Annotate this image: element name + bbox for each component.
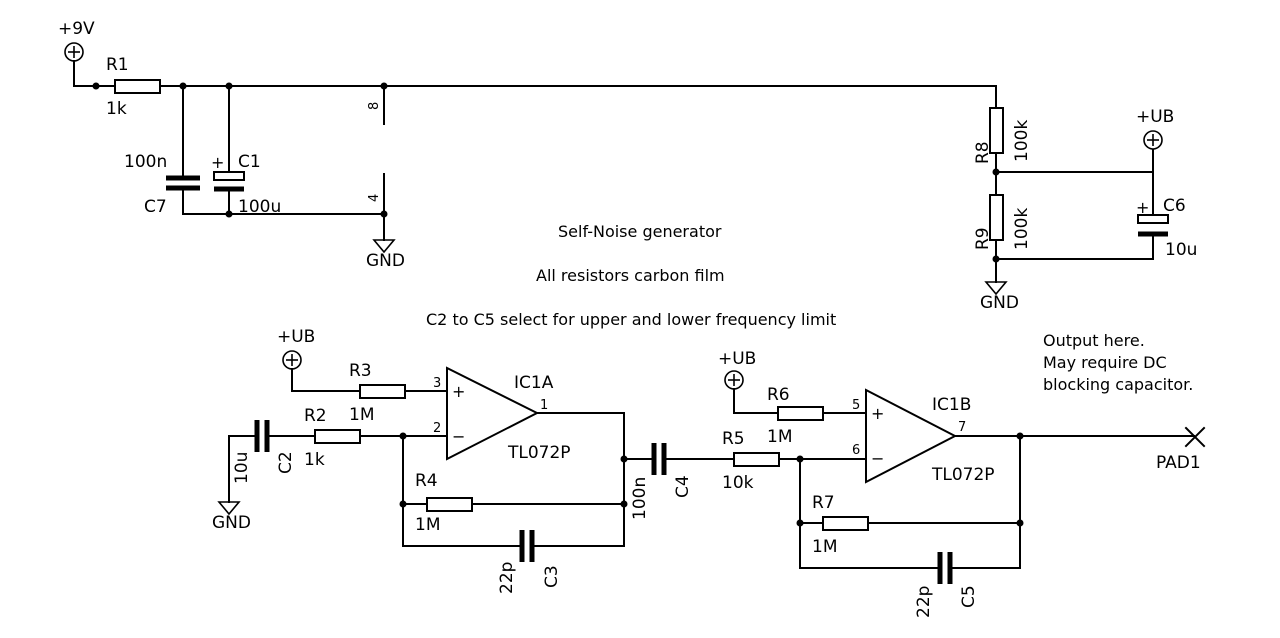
r4-ref: R4 [415, 471, 438, 491]
r7-ref: R7 [812, 493, 835, 513]
power-9v-label: +9V [58, 19, 95, 39]
c5-value: 22p [914, 586, 934, 618]
r6-value: 1M [767, 427, 792, 447]
ic1a-ref: IC1A [514, 373, 554, 393]
ic1a-value: TL072P [507, 443, 571, 463]
r9-value: 100k [1012, 208, 1032, 250]
r1-ref: R1 [106, 55, 129, 75]
r5-ref: R5 [722, 429, 745, 449]
note-output-3: blocking capacitor. [1043, 375, 1193, 394]
c2-ref: C2 [276, 451, 296, 474]
pad1-ref: PAD1 [1156, 453, 1201, 473]
r6-ref: R6 [767, 385, 790, 405]
power-9v-symbol: +9V [58, 19, 95, 62]
c4-ref: C4 [673, 475, 693, 498]
resistor-r4: R4 1M [415, 471, 473, 535]
c6-polarity: + [1136, 198, 1149, 217]
power-ub-symbol-2: +UB [277, 327, 315, 370]
capacitor-c6: + C6 10u [1136, 171, 1197, 260]
ic1a-minus: − [452, 427, 465, 446]
note-resistors: All resistors carbon film [536, 266, 725, 285]
bias-divider-section: R8 100k R9 100k +UB + C6 10u [973, 107, 1197, 313]
note-title: Self-Noise generator [558, 222, 722, 241]
capacitor-c2: 10u C2 [228, 420, 316, 503]
c5-ref: C5 [959, 585, 979, 608]
ground-symbol-2: GND [980, 281, 1019, 313]
r1-value: 1k [106, 99, 127, 119]
c7-ref: C7 [144, 197, 167, 217]
capacitor-c3: 22p C3 [497, 530, 562, 594]
gnd2-label: GND [980, 293, 1019, 313]
pin-8-label: 8 [367, 102, 382, 110]
opamp-ic1a: + − 3 2 1 IC1A TL072P [433, 366, 571, 463]
resistor-r8: R8 100k [973, 107, 1032, 164]
c6-ref: C6 [1163, 196, 1186, 216]
output-pad-pad1: PAD1 [1156, 426, 1206, 473]
stage-2: R5 10k +UB R6 1M + − 5 6 7 IC1B [718, 349, 1195, 618]
r9-ref: R9 [973, 227, 993, 250]
opamp-ic1b: + − 5 6 7 IC1B TL072P [852, 388, 995, 485]
capacitor-c5: 22p C5 [914, 552, 979, 618]
c7-value: 100n [124, 152, 167, 172]
gnd1-label: GND [366, 251, 405, 271]
ic1b-pin7: 7 [958, 420, 966, 435]
note-output-2: May require DC [1043, 353, 1167, 372]
resistor-r2: R2 1k [304, 406, 361, 470]
ub2-label: +UB [277, 327, 315, 347]
ic-power-pins: 8 4 [367, 85, 385, 241]
r3-ref: R3 [349, 361, 372, 381]
r2-value: 1k [304, 450, 325, 470]
resistor-r1: R1 1k [106, 55, 161, 119]
r8-value: 100k [1012, 120, 1032, 162]
c1-ref: C1 [238, 152, 261, 172]
power-ub-symbol-3: +UB [718, 349, 756, 390]
ground-symbol-3: GND [212, 501, 251, 533]
ub1-label: +UB [1136, 107, 1174, 127]
gnd3-label: GND [212, 513, 251, 533]
resistor-r6: R6 1M [767, 385, 824, 447]
ic1b-value: TL072P [931, 465, 995, 485]
resistor-r5: R5 10k [722, 429, 780, 493]
c2-value: 10u [232, 452, 252, 484]
r4-value: 1M [415, 515, 440, 535]
ic1b-plus: + [871, 404, 884, 423]
ic1b-ref: IC1B [932, 395, 971, 415]
notes: Self-Noise generator All resistors carbo… [426, 222, 1193, 394]
resistor-r3: R3 1M [349, 361, 406, 425]
c1-value: 100u [238, 197, 281, 217]
stage-1: +UB R3 1M 10u C2 GND R2 1k [212, 327, 628, 594]
ub3-label: +UB [718, 349, 756, 369]
capacitor-c4: 100n C4 [623, 443, 735, 520]
ground-symbol-1: GND [366, 239, 405, 271]
c3-value: 22p [497, 562, 517, 594]
resistor-r7: R7 1M [812, 493, 869, 557]
c1-polarity: + [211, 153, 224, 172]
capacitor-c7: 100n C7 [124, 85, 200, 217]
c3-ref: C3 [542, 565, 562, 588]
c6-value: 10u [1165, 240, 1197, 260]
ic1a-pin2: 2 [433, 421, 441, 436]
r7-value: 1M [812, 537, 837, 557]
c4-value: 100n [630, 477, 650, 520]
r5-value: 10k [722, 473, 754, 493]
ic1b-pin5: 5 [852, 398, 860, 413]
ic1a-plus: + [452, 382, 465, 401]
r2-ref: R2 [304, 406, 327, 426]
note-caps: C2 to C5 select for upper and lower freq… [426, 310, 836, 329]
r8-ref: R8 [973, 141, 993, 164]
pin-4-label: 4 [367, 194, 382, 202]
r3-value: 1M [349, 405, 374, 425]
ic1a-pin1: 1 [540, 398, 548, 413]
resistor-r9: R9 100k [973, 194, 1032, 250]
power-ub-symbol-1: +UB [1136, 107, 1174, 150]
ic1b-pin6: 6 [852, 443, 860, 458]
capacitor-c1: + C1 100u [211, 85, 281, 217]
power-supply-section: +9V R1 1k 100n C7 + C1 [58, 19, 997, 271]
note-output-1: Output here. [1043, 331, 1145, 350]
ic1b-minus: − [871, 449, 884, 468]
ic1a-pin3: 3 [433, 376, 441, 391]
